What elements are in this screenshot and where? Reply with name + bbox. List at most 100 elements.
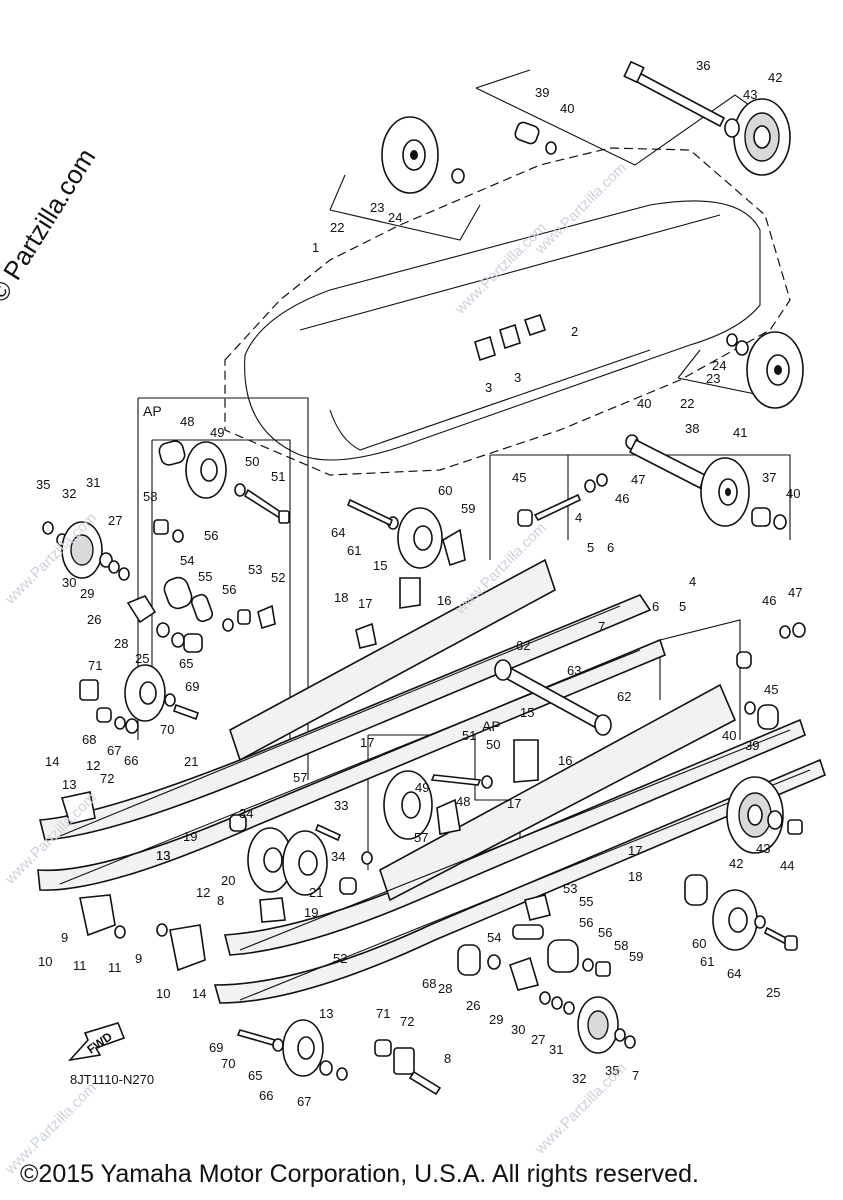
callout: 41 xyxy=(733,425,747,440)
callout: 34 xyxy=(239,806,253,821)
callout: 66 xyxy=(259,1088,273,1103)
callout: 3 xyxy=(514,370,521,385)
callout: 60 xyxy=(438,483,452,498)
callout: 48 xyxy=(180,414,194,429)
callout: 30 xyxy=(511,1022,525,1037)
callout: 26 xyxy=(87,612,101,627)
bottom-left-group xyxy=(60,791,442,1096)
callout: 59 xyxy=(629,949,643,964)
callout: 55 xyxy=(198,569,212,584)
callout: 56 xyxy=(204,528,218,543)
callout: 17 xyxy=(628,843,642,858)
callout: 59 xyxy=(461,501,475,516)
callout: 23 xyxy=(370,200,384,215)
callout: 72 xyxy=(100,771,114,786)
callout: 30 xyxy=(62,575,76,590)
callout: 11 xyxy=(108,960,122,975)
left-ap-box-parts xyxy=(153,440,290,632)
callout: 54 xyxy=(180,553,194,568)
callout: 35 xyxy=(605,1063,619,1078)
callout: 63 xyxy=(567,663,581,678)
callout: 13 xyxy=(62,777,76,792)
callout: 70 xyxy=(221,1056,235,1071)
callout: 39 xyxy=(535,85,549,100)
callout: 47 xyxy=(631,472,645,487)
callout: 31 xyxy=(549,1042,563,1057)
callout: 65 xyxy=(248,1068,262,1083)
callout: 45 xyxy=(764,682,778,697)
callout: 13 xyxy=(156,848,170,863)
callout: 56 xyxy=(222,582,236,597)
callout: 56 xyxy=(579,915,593,930)
callout: 34 xyxy=(331,849,345,864)
callout: 65 xyxy=(179,656,193,671)
callout: 72 xyxy=(400,1014,414,1029)
callout: 14 xyxy=(45,754,59,769)
callout: 3 xyxy=(485,380,492,395)
left-slide-rail xyxy=(37,558,666,891)
callout: 6 xyxy=(607,540,614,555)
callout: 12 xyxy=(86,758,100,773)
callout: 12 xyxy=(196,885,210,900)
callout: 29 xyxy=(80,586,94,601)
callout: 17 xyxy=(507,796,521,811)
lower-left-wheels xyxy=(229,814,373,896)
rear-wheel-right xyxy=(726,622,806,854)
callout: 69 xyxy=(209,1040,223,1055)
callout: 68 xyxy=(82,732,96,747)
callout: 38 xyxy=(685,421,699,436)
callout: 40 xyxy=(560,101,574,116)
callout: 21 xyxy=(309,885,323,900)
callout: 61 xyxy=(347,543,361,558)
callout: 46 xyxy=(762,593,776,608)
callout: 25 xyxy=(766,985,780,1000)
callout: 33 xyxy=(334,798,348,813)
callout: 57 xyxy=(293,770,307,785)
mid-left-wheel-group xyxy=(79,664,200,734)
callout: 42 xyxy=(729,856,743,871)
callout: 27 xyxy=(531,1032,545,1047)
callout: 32 xyxy=(572,1071,586,1086)
diagram-code: 8JT1110-N270 xyxy=(70,1072,155,1087)
callout: 20 xyxy=(221,873,235,888)
callout: 47 xyxy=(788,585,802,600)
callout: 50 xyxy=(245,454,259,469)
callout: 51 xyxy=(271,469,285,484)
callout: 57 xyxy=(414,830,428,845)
callout: 32 xyxy=(62,486,76,501)
callout: 28 xyxy=(438,981,452,996)
footer-copyright: ©2015 Yamaha Motor Corporation, U.S.A. A… xyxy=(20,1160,699,1188)
callout: 18 xyxy=(628,869,642,884)
callout: 61 xyxy=(700,954,714,969)
callout: 13 xyxy=(319,1006,333,1021)
callout: 51 xyxy=(462,728,476,743)
callout: 37 xyxy=(762,470,776,485)
callout: 67 xyxy=(107,743,121,758)
callout: 24 xyxy=(388,210,402,225)
callout: 7 xyxy=(598,619,605,634)
callout: 19 xyxy=(183,829,197,844)
callout: 25 xyxy=(135,651,149,666)
callout: 24 xyxy=(712,358,726,373)
callout: 22 xyxy=(330,220,344,235)
callout: 14 xyxy=(192,986,206,1001)
callout: 39 xyxy=(745,738,759,753)
callout: 71 xyxy=(88,658,102,673)
callout: 16 xyxy=(437,593,451,608)
ap-label: AP xyxy=(482,718,501,734)
cross-shaft xyxy=(494,659,612,736)
callout: 55 xyxy=(579,894,593,909)
callout: 29 xyxy=(489,1012,503,1027)
callout: 15 xyxy=(520,705,534,720)
callout: 31 xyxy=(86,475,100,490)
callout: 17 xyxy=(358,596,372,611)
callout: 6 xyxy=(652,599,659,614)
callout: 36 xyxy=(696,58,710,73)
callout: 49 xyxy=(415,780,429,795)
callout: 58 xyxy=(614,938,628,953)
callout: 27 xyxy=(108,513,122,528)
callout: 22 xyxy=(680,396,694,411)
callout: 35 xyxy=(36,477,50,492)
lower-right-group xyxy=(457,874,798,1054)
